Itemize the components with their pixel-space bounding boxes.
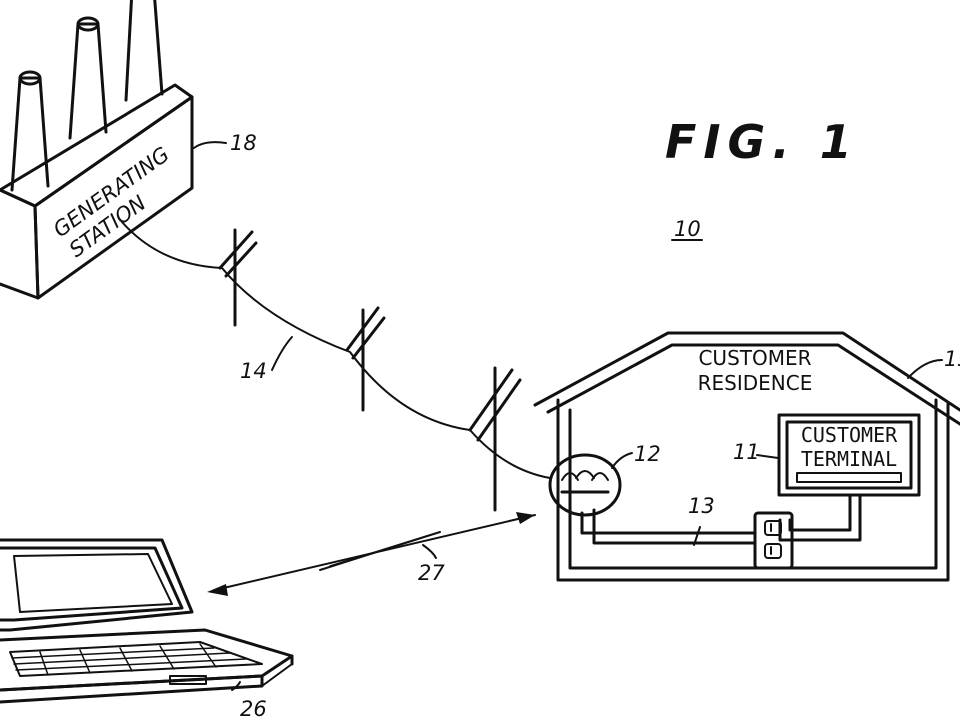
residence-label-line2: RESIDENCE bbox=[698, 371, 813, 395]
system-ref-label: 10 bbox=[674, 217, 701, 241]
power-line-ref-label: 14 bbox=[240, 359, 267, 383]
residence-label-line1: CUSTOMER bbox=[698, 346, 811, 370]
laptop-computer: 26 bbox=[0, 538, 294, 720]
figure-title: FIG. 1 bbox=[665, 115, 859, 169]
residence-ref-label: 15 bbox=[944, 347, 960, 371]
terminal-ref-label: 11 bbox=[733, 440, 760, 464]
customer-terminal: CUSTOMER TERMINAL 11 bbox=[733, 413, 921, 497]
customer-residence: CUSTOMER RESIDENCE 15 bbox=[533, 331, 960, 582]
house-wiring: 13 bbox=[580, 493, 862, 570]
station-ref-label: 18 bbox=[230, 131, 257, 155]
wiring-ref-label: 13 bbox=[688, 494, 715, 518]
wireless-link: 27 bbox=[207, 512, 536, 596]
laptop-ref-label: 26 bbox=[240, 697, 267, 720]
terminal-label-line2: TERMINAL bbox=[801, 447, 897, 471]
generating-station: GENERATING STATION 18 bbox=[0, 0, 257, 300]
terminal-label-line1: CUSTOMER bbox=[801, 423, 898, 447]
power-line: 14 bbox=[121, 221, 551, 512]
power-outlet bbox=[753, 511, 794, 570]
utility-meter: 12 bbox=[548, 442, 661, 517]
meter-ref-label: 12 bbox=[634, 442, 661, 466]
wireless-ref-label: 27 bbox=[418, 561, 445, 585]
